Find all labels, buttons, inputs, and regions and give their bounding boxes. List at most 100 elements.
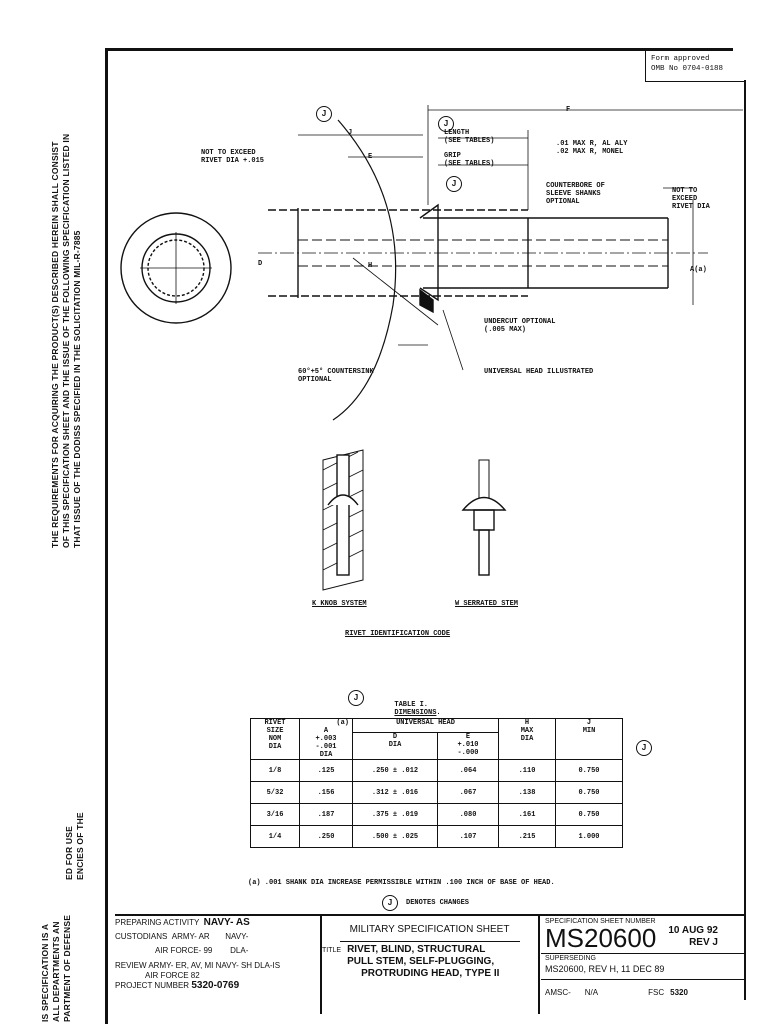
cell-e: .107: [437, 825, 499, 848]
change-marker-j: J: [446, 176, 462, 192]
table-title: TABLE I. DIMENSIONS.: [386, 693, 441, 717]
change-marker-j: J: [382, 895, 398, 911]
table-row: 5/32 .156 .312 ± .016 .067 .138 0.750: [250, 781, 623, 804]
change-marker-j: J: [636, 740, 652, 756]
grip-label: GRIP (SEE TABLES): [444, 152, 495, 168]
denotes-changes-note: DENOTES CHANGES: [406, 899, 470, 907]
form-approved-label: Form approved: [651, 55, 710, 63]
margin-line: IS SPECIFICATION IS A: [40, 923, 50, 1022]
margin-line: ENCIES OF THE: [75, 812, 85, 880]
cell-size: 5/32: [250, 781, 300, 804]
fsc-label: FSC: [648, 988, 665, 997]
w-serrated-label: W SERRATED STEM: [455, 600, 519, 608]
superseding-label: SUPERSEDING: [545, 955, 596, 962]
header-universal-head: UNIVERSAL HEAD: [352, 717, 499, 734]
review-air-force: AIR FORCE 82: [145, 971, 200, 980]
change-marker-j: J: [316, 106, 332, 122]
header-a-note: (a): [336, 719, 349, 727]
dim-e-label: E: [368, 153, 373, 161]
omb-number: OMB No 0704-0188: [651, 65, 724, 73]
header-d-dia: D DIA: [352, 732, 438, 760]
cell-e: .064: [437, 759, 499, 782]
cell-e: .067: [437, 781, 499, 804]
cell-h: .215: [498, 825, 556, 848]
superseding-value: MS20600, REV H, 11 DEC 89: [545, 964, 665, 974]
title-block-right: SPECIFICATION SHEET NUMBER MS20600 10 AU…: [541, 916, 745, 997]
countersink-label: 60°+5° COUNTERSINK OPTIONAL: [298, 368, 374, 384]
dim-j-label: J: [348, 129, 353, 137]
title-line: PULL STEM, SELF-PLUGGING,: [347, 956, 495, 967]
header-j-min: J MIN: [555, 718, 623, 760]
title-block-middle: MILITARY SPECIFICATION SHEET TITLE RIVET…: [322, 916, 537, 980]
margin-requirements-text: THE REQUIREMENTS FOR ACQUIRING THE PRODU…: [50, 134, 83, 548]
preparing-activity-block: PREPARING ACTIVITY NAVY- AS CUSTODIANS A…: [115, 916, 320, 1014]
preparing-value: NAVY- AS: [203, 917, 250, 928]
margin-line: THE REQUIREMENTS FOR ACQUIRING THE PRODU…: [50, 141, 60, 548]
custodians-navy: NAVY-: [225, 932, 249, 941]
table-title-prefix: TABLE I.: [394, 701, 429, 709]
cell-e: .080: [437, 803, 499, 826]
cell-j: 0.750: [555, 803, 623, 826]
cell-size: 3/16: [250, 803, 300, 826]
length-label: LENGTH (SEE TABLES): [444, 129, 495, 145]
rivet-id-code-label: RIVET IDENTIFICATION CODE: [345, 630, 451, 638]
cell-j: 0.750: [555, 759, 623, 782]
cell-h: .161: [498, 803, 556, 826]
margin-line: ALL DEPARTMENTS AN: [51, 921, 61, 1022]
cell-d: .250 ± .012: [352, 759, 438, 782]
review-activities: REVIEW ARMY- ER, AV, MI NAVY- SH DLA-IS: [115, 961, 281, 970]
universal-head-label: UNIVERSAL HEAD ILLUSTRATED: [484, 368, 594, 376]
dim-f-label: F: [566, 106, 571, 114]
cell-a: .156: [299, 781, 353, 804]
cell-d: .375 ± .019: [352, 803, 438, 826]
margin-line: OF THIS SPECIFICATION SHEET AND THE ISSU…: [61, 133, 71, 548]
heading-underline: [339, 941, 520, 942]
table-row: 3/16 .187 .375 ± .019 .080 .161 0.750: [250, 803, 623, 826]
dimensions-table: RIVET SIZE NOM DIA (a)A +.003 -.001 DIA …: [250, 717, 623, 848]
frame-right-border: [744, 80, 746, 1000]
change-marker-j: J: [438, 116, 454, 132]
w-serrated-sketch: [461, 459, 507, 576]
amsc-label: AMSC-: [545, 988, 571, 997]
title-label: TITLE: [322, 947, 342, 954]
rivet-drawing: [120, 105, 743, 591]
undercut-label: UNDERCUT OPTIONAL (.005 MAX): [484, 318, 556, 334]
custodians-air-force: AIR FORCE- 99: [155, 946, 213, 955]
margin-line: PARTMENT OF DEFENSE: [62, 914, 72, 1022]
cell-d: .312 ± .016: [352, 781, 438, 804]
change-marker-j: J: [348, 690, 364, 706]
title-block: [115, 914, 745, 1016]
not-exceed-right-label: NOT TO EXCEED RIVET DIA: [672, 187, 710, 211]
custodians-army: ARMY- AR: [171, 932, 210, 941]
margin-approved-text: ED FOR USE ENCIES OF THE: [64, 812, 86, 880]
dim-h-label: H: [368, 262, 373, 270]
margin-dod-text: IS SPECIFICATION IS A ALL DEPARTMENTS AN…: [40, 915, 73, 1022]
cell-h: .110: [498, 759, 556, 782]
cell-a: .250: [299, 825, 353, 848]
title-block-divider: [538, 916, 540, 1014]
spec-number: MS20600: [545, 923, 657, 953]
title-block-divider: [320, 916, 322, 1014]
sleeve-head-arc: [332, 119, 397, 421]
form-approved-box: Form approved OMB No 0704-0188: [645, 50, 745, 82]
preparing-label: PREPARING ACTIVITY: [115, 918, 200, 927]
margin-line: THAT ISSUE OF THE DODISS SPECIFIED IN TH…: [72, 230, 82, 548]
cell-a: .125: [299, 759, 353, 782]
counterbore-label: COUNTERBORE OF SLEEVE SHANKS OPTIONAL: [546, 182, 605, 206]
title-line: PROTRUDING HEAD, TYPE II: [361, 968, 500, 979]
amsc-value: N/A: [584, 988, 599, 997]
custodians-label: CUSTODIANS: [115, 932, 168, 941]
table-row: 1/4 .250 .500 ± .025 .107 .215 1.000: [250, 825, 623, 848]
cell-size: 1/8: [250, 759, 300, 782]
cell-a: .187: [299, 803, 353, 826]
table-title-end: .: [436, 709, 441, 717]
header-a-dia: (a)A +.003 -.001 DIA: [299, 718, 353, 760]
header-h-max-dia: H MAX DIA: [498, 718, 556, 760]
fsc-value: 5320: [670, 988, 688, 997]
cell-d: .500 ± .025: [352, 825, 438, 848]
k-knob-label: K KNOB SYSTEM: [312, 600, 367, 608]
not-exceed-left-label: NOT TO EXCEED RIVET DIA +.015: [201, 149, 265, 165]
amsc-divider: [541, 979, 745, 980]
cell-j: 0.750: [555, 781, 623, 804]
header-rivet-size: RIVET SIZE NOM DIA: [250, 718, 300, 760]
